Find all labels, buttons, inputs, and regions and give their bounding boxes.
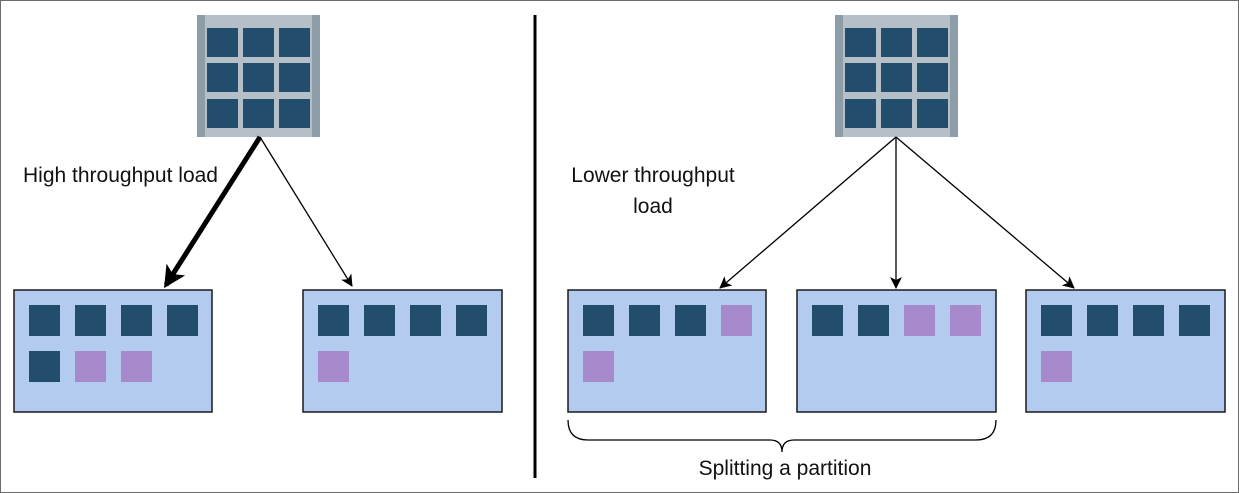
record-new	[121, 351, 152, 382]
source-cell	[279, 63, 310, 92]
source-cell	[279, 99, 310, 128]
record-existing	[29, 305, 60, 336]
record-existing	[364, 305, 395, 336]
source-cell	[207, 99, 238, 128]
source-cell	[243, 99, 274, 128]
record-existing	[1133, 305, 1164, 336]
record-new	[950, 305, 981, 336]
partition-left-1	[13, 289, 213, 413]
record-existing	[858, 305, 889, 336]
splitting-partition-label: Splitting a partition	[698, 457, 872, 480]
high-throughput-label: High throughput load	[23, 164, 218, 187]
source-cell	[845, 99, 876, 128]
arrow-high-throughput	[163, 135, 263, 289]
source-cell	[845, 28, 876, 57]
partitions-group	[13, 289, 1226, 413]
record-existing	[410, 305, 441, 336]
arrow-right-to-partition-1	[719, 136, 897, 289]
source-cell	[881, 28, 912, 57]
source-cell	[207, 63, 238, 92]
record-existing	[583, 305, 614, 336]
record-existing	[675, 305, 706, 336]
record-new	[1041, 351, 1072, 382]
record-existing	[812, 305, 843, 336]
arrow-right-to-partition-3	[895, 136, 1075, 289]
record-existing	[1179, 305, 1210, 336]
source-cell	[881, 99, 912, 128]
partition-right-1	[567, 289, 767, 413]
source-cell	[279, 28, 310, 57]
record-new	[318, 351, 349, 382]
record-existing	[121, 305, 152, 336]
source-cell	[207, 28, 238, 57]
split-brace	[567, 419, 997, 453]
record-existing	[29, 351, 60, 382]
record-new	[721, 305, 752, 336]
partition-right-2	[796, 289, 997, 413]
source-cell	[243, 63, 274, 92]
source-cell	[243, 28, 274, 57]
record-existing	[1087, 305, 1118, 336]
source-cell	[917, 63, 948, 92]
record-existing	[1041, 305, 1072, 336]
record-new	[583, 351, 614, 382]
source-cell	[917, 99, 948, 128]
partition-right-3	[1025, 289, 1226, 413]
source-cell	[917, 28, 948, 57]
record-new	[904, 305, 935, 336]
source-right	[835, 15, 958, 137]
source-cell	[845, 63, 876, 92]
record-new	[75, 351, 106, 382]
record-existing	[318, 305, 349, 336]
record-existing	[456, 305, 487, 336]
arrow-left-to-partition-2	[259, 136, 353, 287]
partition-left-2	[302, 289, 503, 413]
source-cell	[881, 63, 912, 92]
lower-throughput-label: Lower throughput load	[571, 164, 735, 218]
record-existing	[167, 305, 198, 336]
record-existing	[75, 305, 106, 336]
source-left	[197, 15, 320, 137]
record-existing	[629, 305, 660, 336]
